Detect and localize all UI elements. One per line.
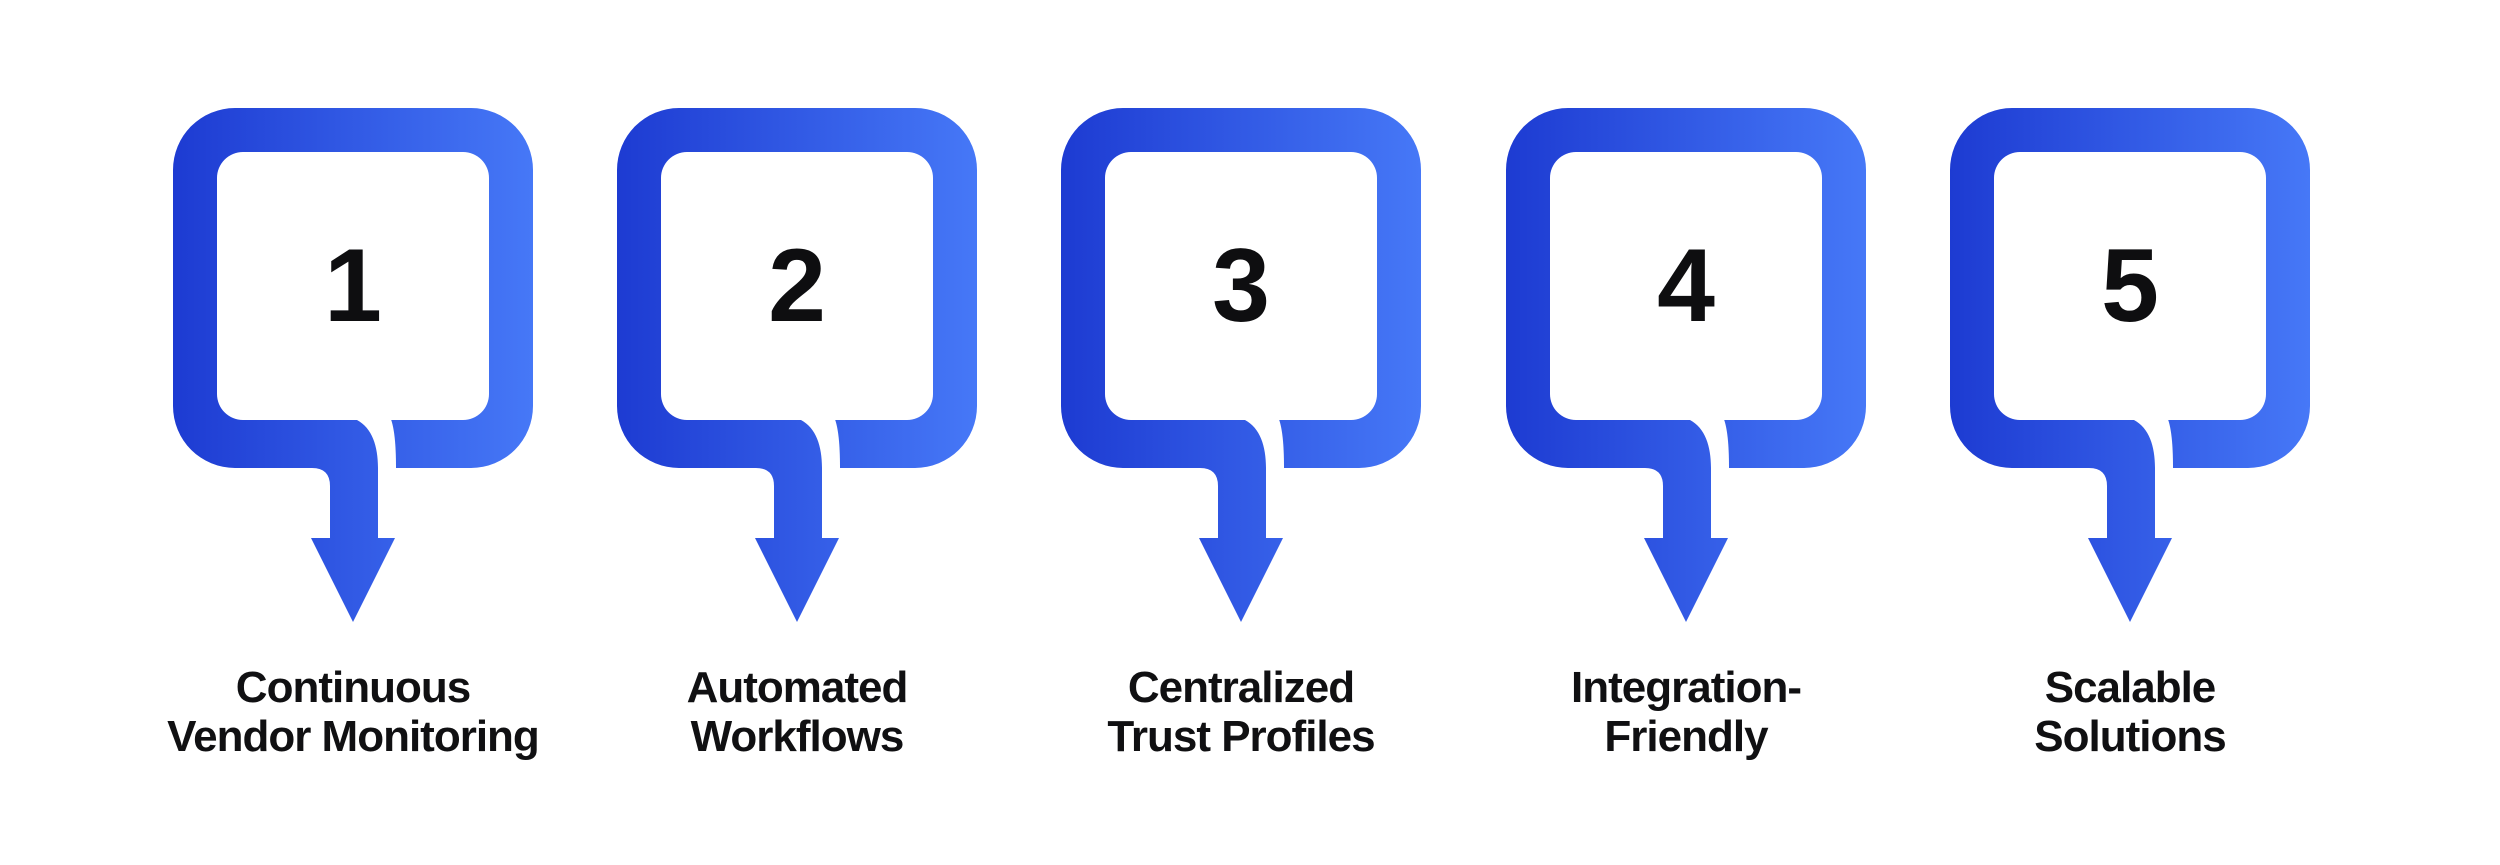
step-label: Automated Workflows [574, 663, 1020, 761]
step-label-line1: Centralized [1127, 663, 1355, 712]
numbered-frame-down-arrow-icon [173, 108, 533, 622]
numbered-frame-down-arrow-icon [1506, 108, 1866, 622]
step-label: Scalable Solutions [1907, 663, 2353, 761]
step-label: Centralized Trust Profiles [1018, 663, 1464, 761]
step-number: 4 [1657, 227, 1715, 344]
step-label-line2: Vendor Monitoring [167, 712, 540, 761]
step-item-2: 2 Automated Workflows [574, 0, 1020, 865]
step-number: 5 [2101, 227, 2159, 344]
step-number: 1 [324, 227, 382, 344]
step-label: Integration- Friendly [1463, 663, 1909, 761]
numbered-frame-down-arrow-icon [617, 108, 977, 622]
step-label-line2: Trust Profiles [1107, 712, 1375, 761]
step-label-line1: Automated [686, 663, 909, 712]
step-item-1: 1 Continuous Vendor Monitoring [130, 0, 576, 865]
numbered-frame-down-arrow-icon [1950, 108, 2310, 622]
step-label-line1: Scalable [2044, 663, 2217, 712]
step-label-line1: Integration- [1571, 663, 1802, 712]
step-item-5: 5 Scalable Solutions [1907, 0, 2353, 865]
step-label-line1: Continuous [235, 663, 471, 712]
step-label-line2: Solutions [2034, 712, 2226, 761]
step-label: Continuous Vendor Monitoring [130, 663, 576, 761]
step-item-3: 3 Centralized Trust Profiles [1018, 0, 1464, 865]
numbered-frame-down-arrow-icon [1061, 108, 1421, 622]
step-label-line2: Friendly [1604, 712, 1768, 761]
step-label-line2: Workflows [690, 712, 905, 761]
step-item-4: 4 Integration- Friendly [1463, 0, 1909, 865]
step-number: 2 [768, 227, 826, 344]
step-number: 3 [1212, 227, 1270, 344]
